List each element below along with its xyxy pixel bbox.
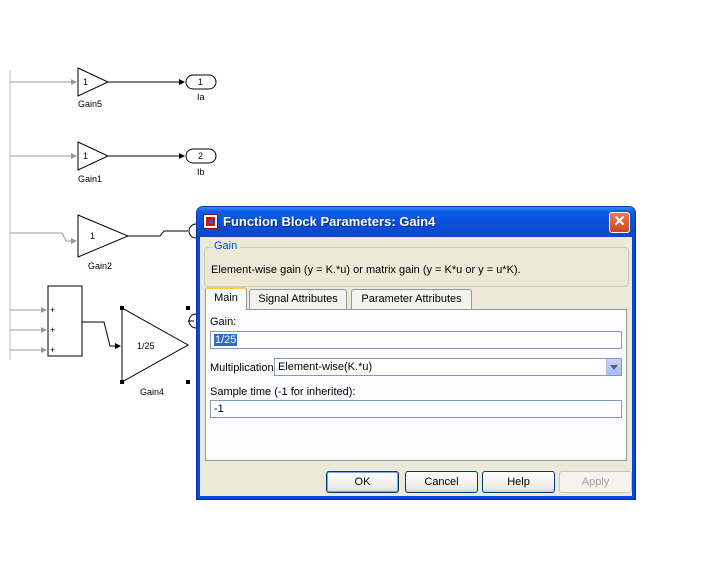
sum-block[interactable]: + + + — [10, 285, 83, 357]
outport-ia[interactable]: 1 Ia — [185, 74, 217, 102]
gain2-label: Gain2 — [88, 261, 112, 271]
gain4-label: Gain4 — [140, 387, 164, 397]
signal-line — [128, 230, 188, 237]
sample-time-label: Sample time (-1 for inherited): — [210, 386, 356, 398]
sum-sign-1: + — [50, 305, 55, 315]
apply-button[interactable]: Apply — [559, 471, 632, 493]
gain-description-group: Gain Element-wise gain (y = K.*u) or mat… — [204, 240, 629, 287]
gain-input[interactable]: 1/25 — [210, 331, 622, 349]
tab-signal-attributes[interactable]: Signal Attributes — [249, 289, 347, 309]
outport-ia-label: Ia — [197, 92, 205, 102]
outport-partial — [188, 313, 197, 329]
gain4-block[interactable]: 1/25 Gain4 — [120, 306, 190, 397]
outport-ib-label: Ib — [197, 167, 205, 177]
dialog-client-area: Gain Element-wise gain (y = K.*u) or mat… — [200, 237, 632, 496]
gain5-value: 1 — [83, 77, 88, 87]
group-title: Gain — [212, 240, 240, 252]
ok-button[interactable]: OK — [326, 471, 399, 493]
gain2-value: 1 — [90, 231, 95, 241]
outport-ia-number: 1 — [198, 77, 203, 87]
gain5-block[interactable]: 1 Gain5 — [10, 67, 110, 109]
tab-parameter-attributes[interactable]: Parameter Attributes — [351, 289, 472, 309]
gain4-value: 1/25 — [137, 341, 155, 351]
sum-sign-2: + — [50, 325, 55, 335]
signal-line — [82, 321, 121, 349]
gain-label: Gain: — [210, 316, 237, 328]
tab-main[interactable]: Main — [205, 287, 247, 310]
multiplication-selected-value: Element-wise(K.*u) — [278, 361, 373, 373]
multiplication-label: Multiplication: — [210, 362, 277, 374]
gain1-value: 1 — [83, 151, 88, 161]
close-icon[interactable]: ✕ — [609, 212, 630, 233]
gain1-block[interactable]: 1 Gain1 — [10, 141, 110, 184]
chevron-down-icon[interactable] — [606, 359, 621, 375]
dialog-title: Function Block Parameters: Gain4 — [223, 214, 436, 229]
sample-time-input[interactable]: -1 — [210, 400, 622, 418]
gain2-block[interactable]: 1 Gain2 — [10, 214, 130, 271]
simulink-app-icon — [203, 214, 218, 229]
main-tab-panel: Gain: 1/25 Multiplication: Element-wise(… — [205, 309, 627, 461]
multiplication-select[interactable]: Element-wise(K.*u) — [274, 358, 622, 376]
cancel-button[interactable]: Cancel — [405, 471, 478, 493]
sum-sign-3: + — [50, 345, 55, 355]
dialog-titlebar[interactable]: Function Block Parameters: Gain4 ✕ — [197, 207, 635, 237]
help-button[interactable]: Help — [482, 471, 555, 493]
function-block-parameters-dialog: Function Block Parameters: Gain4 ✕ Gain … — [196, 206, 636, 500]
outport-ib[interactable]: 2 Ib — [185, 148, 217, 177]
outport-ib-number: 2 — [198, 151, 203, 161]
outport-partial — [188, 223, 197, 239]
gain-input-selected-text: 1/25 — [214, 334, 238, 346]
group-description: Element-wise gain (y = K.*u) or matrix g… — [211, 264, 521, 276]
gain5-label: Gain5 — [78, 99, 102, 109]
gain1-label: Gain1 — [78, 174, 102, 184]
